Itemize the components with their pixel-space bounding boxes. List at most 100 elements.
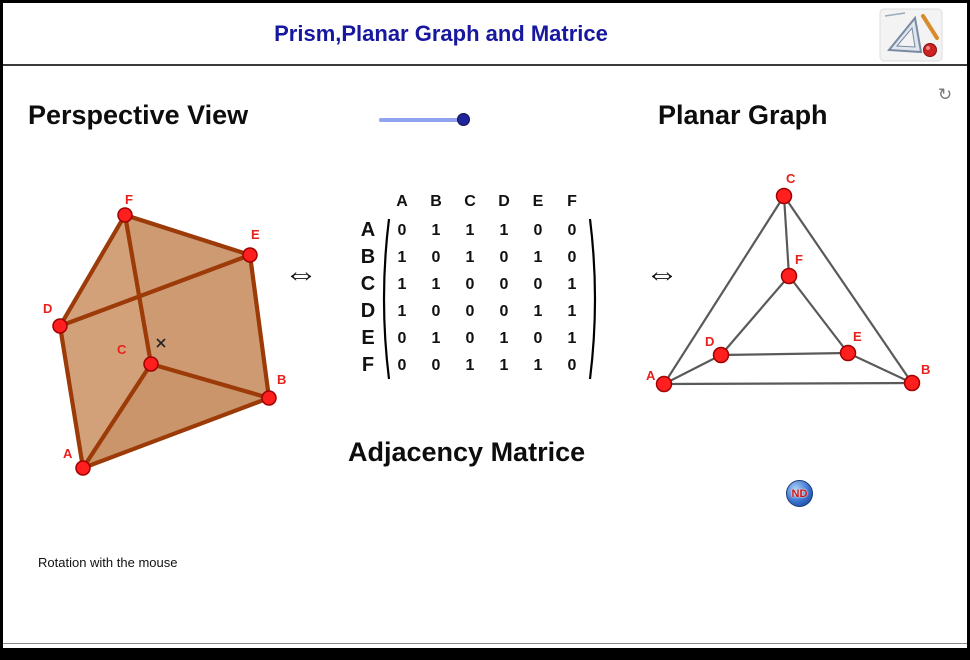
matrix-corner: [351, 187, 385, 217]
edge-DE: [57, 252, 253, 329]
planar-vertex-A[interactable]: [655, 375, 673, 393]
matrix-cell: 0: [397, 221, 407, 239]
planar-vertex-F[interactable]: [780, 267, 798, 285]
planar-graph-view[interactable]: A B C D E F: [633, 163, 963, 413]
planar-label-B: B: [921, 362, 930, 377]
matrix-cell: 1: [567, 302, 577, 320]
matrix-col-header: F: [567, 193, 577, 210]
planar-vertex-B[interactable]: [903, 374, 921, 392]
matrix-cell: 1: [465, 356, 475, 374]
rotation-center-marker: [156, 338, 166, 348]
matrix-left-paren: [382, 218, 391, 380]
planar-label-A: A: [646, 368, 656, 383]
adjacency-matrix: A B C D E F A 0 1 1 1 0 0 B 1 0 1 0 1 0 …: [351, 187, 597, 380]
matrix-cell: 0: [499, 302, 509, 320]
nd-globe-badge[interactable]: ND: [786, 480, 813, 507]
prism-label-C: C: [117, 342, 127, 357]
matrix-cell: 0: [465, 329, 475, 347]
equivalence-symbol-right: ⇔: [645, 255, 679, 293]
planar-label-C: C: [786, 171, 796, 186]
prism-vertex-A[interactable]: [75, 460, 91, 476]
matrix-cell: 0: [567, 356, 577, 374]
matrix-row-label: D: [360, 300, 376, 322]
page-title: Prism,Planar Graph and Matrice: [274, 21, 608, 46]
matrix-cell: 1: [431, 221, 441, 239]
prism-label-B: B: [277, 372, 286, 387]
slider-track[interactable]: [379, 118, 465, 122]
title-bar: Prism,Planar Graph and Matrice: [3, 3, 967, 66]
matrix-cell: 0: [567, 248, 577, 266]
matrix-cell: 0: [465, 275, 475, 293]
prism-vertex-F[interactable]: [117, 207, 133, 223]
edge-BC: [783, 195, 913, 384]
planar-vertex-D[interactable]: [712, 346, 730, 364]
planar-label-D: D: [705, 334, 714, 349]
matrix-cell: 1: [533, 302, 543, 320]
prism-vertex-C[interactable]: [143, 356, 159, 372]
edge-AB: [80, 395, 272, 471]
prism-silhouette: [60, 215, 269, 468]
matrix-col-header: C: [464, 193, 476, 210]
edge-BC: [148, 361, 272, 401]
footer-bar: [3, 648, 967, 657]
ruler-line: [884, 12, 906, 17]
matrix-cell: 0: [431, 248, 441, 266]
edge-AC: [80, 361, 154, 471]
prism-label-D: D: [43, 301, 52, 316]
matrix-row-label: C: [360, 273, 376, 295]
red-sphere-icon: [923, 43, 937, 57]
prism-vertex-D[interactable]: [52, 318, 68, 334]
edge-EF: [788, 275, 849, 354]
matrix-col-header: A: [396, 193, 408, 210]
matrix-cell: 1: [397, 248, 407, 266]
matrix-cell: 1: [533, 248, 543, 266]
prism-label-A: A: [63, 446, 73, 461]
slider-knob[interactable]: [457, 113, 470, 126]
matrix-cell: 1: [499, 356, 509, 374]
edge-AB: [663, 381, 913, 386]
sphere-highlight: [926, 46, 930, 50]
matrix-cell: 0: [533, 329, 543, 347]
matrix-cell: 0: [533, 221, 543, 239]
planar-edges: [663, 195, 913, 386]
prism-3d-view[interactable]: A B C D E F: [23, 173, 323, 503]
prism-vertex-B[interactable]: [261, 390, 277, 406]
edge-FD: [57, 212, 128, 329]
edge-AC: [663, 195, 785, 385]
prism-face-abc: [83, 364, 269, 468]
matrix-col-header: D: [498, 193, 510, 210]
edge-BE: [847, 352, 913, 384]
edge-DE: [720, 351, 849, 357]
edge-AD: [663, 354, 722, 385]
matrix-cell: 1: [567, 329, 577, 347]
planar-graph-heading: Planar Graph: [658, 100, 828, 130]
equivalence-symbol-left: ⇔: [284, 255, 318, 293]
prism-vertex-E[interactable]: [242, 247, 258, 263]
matrix-row-label: B: [360, 246, 376, 268]
edge-CF: [122, 212, 154, 367]
matrix-cell: 0: [465, 302, 475, 320]
matrix-cell: 0: [397, 356, 407, 374]
geometry-tools-logo[interactable]: [879, 8, 943, 62]
pencil-icon: [921, 14, 939, 40]
edge-FE: [122, 212, 253, 258]
footer-divider: [3, 643, 967, 644]
matrix-cell: 1: [397, 275, 407, 293]
matrix-cell: 0: [533, 275, 543, 293]
matrix-cell: 1: [431, 329, 441, 347]
planar-vertex-C[interactable]: [775, 187, 793, 205]
matrix-cell: 1: [499, 221, 509, 239]
prism-label-F: F: [125, 192, 133, 207]
planar-vertex-E[interactable]: [839, 344, 857, 362]
perspective-view-heading: Perspective View: [28, 100, 249, 130]
matrix-heading: Adjacency Matrice: [348, 437, 586, 467]
matrix-row-label: A: [360, 219, 376, 241]
matrix-cell: 1: [499, 329, 509, 347]
matrix-right-paren: [588, 218, 597, 380]
matrix-cell: 1: [431, 275, 441, 293]
matrix-row-label: E: [361, 327, 375, 349]
prism-label-E: E: [251, 227, 260, 242]
rotation-hint: Rotation with the mouse: [38, 555, 178, 570]
reset-icon[interactable]: ↻: [937, 85, 953, 104]
